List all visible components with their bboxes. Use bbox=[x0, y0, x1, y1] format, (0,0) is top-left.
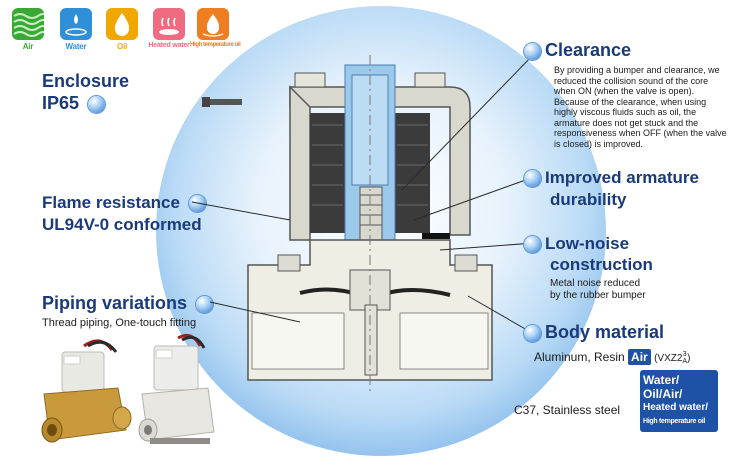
enclosure-title: Enclosure bbox=[42, 71, 130, 91]
resin-valve-image bbox=[138, 333, 215, 444]
armature-title-2: durability bbox=[550, 190, 627, 209]
piping-subtitle: Thread piping, One-touch fitting bbox=[42, 317, 197, 329]
media-label: Water bbox=[65, 42, 87, 51]
piping-title: Piping variations bbox=[42, 293, 214, 314]
media-high-temperature-oil: High temperature oil bbox=[190, 8, 241, 48]
bullet-icon bbox=[524, 236, 541, 254]
oil-icon bbox=[106, 8, 138, 40]
high-temperature-oil-icon bbox=[197, 8, 229, 40]
clearance-description: By providing a bumper and clearance, we … bbox=[554, 65, 727, 149]
media-air: Air bbox=[10, 8, 46, 51]
badge-line: Oil/Air/ bbox=[643, 387, 683, 401]
material-c37-stainless: C37, Stainless steel bbox=[514, 403, 621, 417]
armature-title: Improved armature bbox=[524, 167, 699, 189]
badge-line: High temperature oil bbox=[643, 418, 706, 425]
armature-callout: Improved armature durability bbox=[524, 167, 699, 211]
bullet-icon bbox=[524, 42, 541, 60]
media-label: Air bbox=[22, 42, 34, 51]
bullet-icon bbox=[88, 95, 106, 113]
outlet-port bbox=[399, 312, 489, 370]
bullet-icon bbox=[188, 195, 206, 213]
clearance-title: Clearance bbox=[524, 40, 729, 61]
brass-valve-image bbox=[41, 339, 132, 443]
media-oil: Oil bbox=[104, 8, 140, 51]
clearance-callout: Clearance By providing a bumper and clea… bbox=[524, 40, 729, 149]
material-name: Aluminum, Resin bbox=[534, 350, 625, 364]
enclosure-label: Enclosure IP65 bbox=[42, 70, 129, 114]
low-noise-title: Low-noise bbox=[524, 233, 653, 255]
piping-label: Piping variations Thread piping, One-tou… bbox=[42, 293, 214, 329]
bullet-icon bbox=[196, 295, 214, 313]
valve-cross-section bbox=[202, 55, 493, 395]
flame-title: Flame resistance bbox=[42, 192, 206, 214]
product-photos bbox=[41, 333, 215, 444]
body-material-title: Body material bbox=[524, 322, 664, 343]
lead-wire bbox=[206, 99, 242, 105]
media-label: High temperature oil bbox=[190, 42, 241, 48]
media-label: Heated water bbox=[148, 42, 190, 49]
media-water: Water bbox=[58, 8, 94, 51]
media-badge-air: Air bbox=[628, 349, 651, 365]
enclosure-rating: IP65 bbox=[42, 92, 129, 114]
flame-rating: UL94V-0 conformed bbox=[42, 215, 202, 234]
inlet-port bbox=[251, 312, 345, 370]
bullet-icon bbox=[524, 324, 541, 342]
badge-line: Heated water/ bbox=[643, 402, 709, 413]
air-icon bbox=[12, 8, 44, 40]
low-noise-title-2: construction bbox=[550, 255, 653, 274]
media-badge-multi: Water/ Oil/Air/ Heated water/ High tempe… bbox=[640, 370, 718, 432]
heated-water-icon bbox=[153, 8, 185, 40]
badge-line: Water/ bbox=[643, 373, 680, 387]
water-icon bbox=[60, 8, 92, 40]
flame-resistance-label: Flame resistance UL94V-0 conformed bbox=[42, 192, 206, 236]
coil-left bbox=[310, 113, 345, 233]
media-label: Oil bbox=[116, 42, 128, 51]
coil-right bbox=[395, 113, 430, 233]
media-heated-water: Heated water bbox=[148, 8, 190, 49]
bullet-icon bbox=[524, 170, 541, 188]
low-noise-callout: Low-noise construction Metal noise reduc… bbox=[524, 233, 653, 302]
